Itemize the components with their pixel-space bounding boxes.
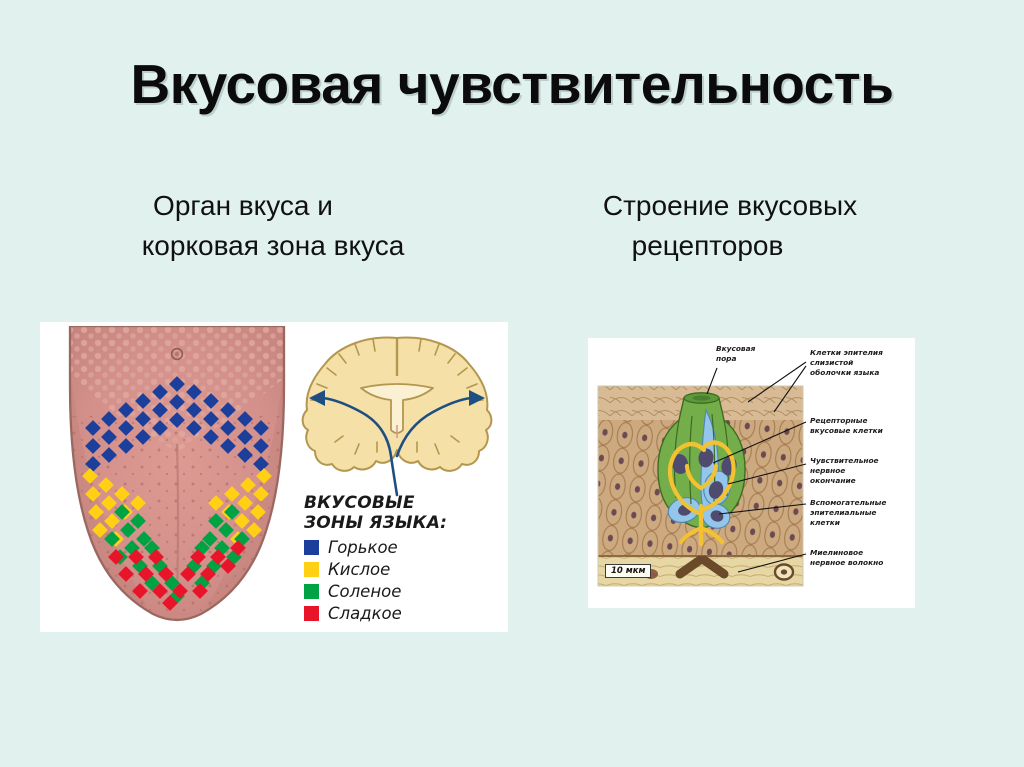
callout-mucosa-epithelium: Клетки эпителия слизистой оболочки языка xyxy=(810,348,883,377)
right-section-subtitle: Строение вкусовых рецепторов xyxy=(530,186,930,266)
legend-title: ВКУСОВЫЕ ЗОНЫ ЯЗЫКА: xyxy=(304,493,504,533)
legend-label-sour: Кислое xyxy=(328,560,391,580)
tongue-and-brain-figure-panel: ВКУСОВЫЕ ЗОНЫ ЯЗЫКА: Горькое Кислое Соле… xyxy=(40,322,508,632)
left-section-subtitle: Орган вкуса и корковая зона вкуса xyxy=(58,186,488,266)
legend-title-line2: ЗОНЫ ЯЗЫКА: xyxy=(304,512,448,533)
left-subtitle-line1: Орган вкуса и xyxy=(153,190,333,221)
callout-sensory-nerve-ending: Чувствительное нервное окончание xyxy=(810,456,879,485)
legend-swatch-sweet xyxy=(304,606,319,622)
taste-bud-figure-panel: Вкусовая пора Клетки эпителия слизистой … xyxy=(588,338,915,608)
taste-bud-structure-diagram: Вкусовая пора Клетки эпителия слизистой … xyxy=(588,338,915,608)
callout-myelinated-fiber: Миелиновое нервное волокно xyxy=(810,548,884,567)
brain-cortex-taste-area-diagram xyxy=(295,330,500,500)
legend-label-salty: Соленое xyxy=(328,582,402,602)
legend-title-line1: ВКУСОВЫЕ xyxy=(304,493,415,513)
tongue-taste-zones-diagram xyxy=(52,326,302,626)
legend-item-sweet: Сладкое xyxy=(304,604,504,623)
left-subtitle-line2: корковая зона вкуса xyxy=(141,229,405,261)
legend-item-salty: Соленое xyxy=(304,582,504,601)
callout-taste-pore: Вкусовая пора xyxy=(716,344,756,363)
tongue-zone-sweet xyxy=(108,540,246,611)
scale-bar: 10 мкм xyxy=(605,564,652,578)
legend-swatch-sour xyxy=(304,562,319,578)
callout-receptor-cells: Рецепторные вкусовые клетки xyxy=(810,416,883,435)
right-subtitle-line1: Строение вкусовых xyxy=(602,190,858,221)
legend-item-sour: Кислое xyxy=(304,560,504,579)
page-title: Вкусовая чувствительность xyxy=(130,53,894,115)
taste-zones-legend: ВКУСОВЫЕ ЗОНЫ ЯЗЫКА: Горькое Кислое Соле… xyxy=(304,493,504,626)
legend-label-bitter: Горькое xyxy=(328,538,398,558)
right-subtitle-line2: рецепторов xyxy=(631,229,784,261)
callout-auxiliary-cells: Вспомогательные эпителиальные клетки xyxy=(810,498,887,527)
legend-swatch-salty xyxy=(304,584,319,600)
legend-swatch-bitter xyxy=(304,540,319,556)
legend-item-bitter: Горькое xyxy=(304,538,504,557)
legend-label-sweet: Сладкое xyxy=(328,604,402,624)
